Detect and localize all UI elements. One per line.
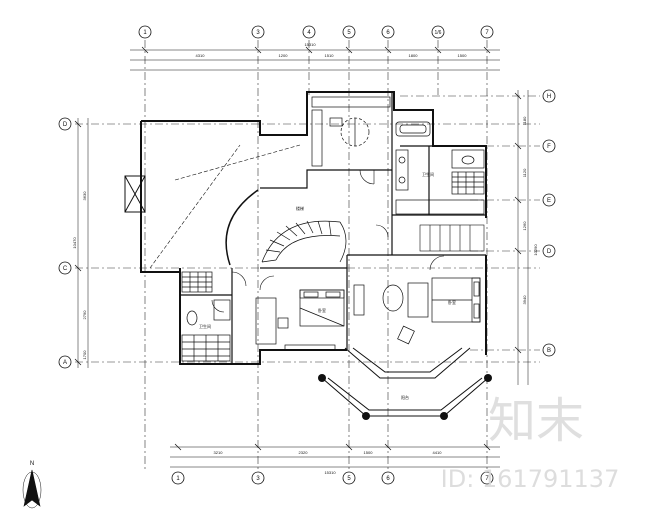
curved-wall <box>225 189 259 266</box>
room-label-bedroom-1: 卧室 <box>318 307 326 313</box>
room-label-stair: 楼梯 <box>296 205 304 211</box>
grid-label-right-e: E <box>547 198 551 204</box>
room-label-bath-2: 卫生间 <box>199 323 211 329</box>
dim-right-seg-2: 1120 <box>522 168 527 177</box>
shaft-box <box>124 175 146 213</box>
void-diagonal <box>149 144 301 269</box>
grid-bubbles-bottom <box>171 471 494 485</box>
dimension-ticks <box>74 46 522 451</box>
dim-bottom-seg-3: 1500 <box>364 450 374 455</box>
dim-bottom-seg-4: 4410 <box>433 450 443 455</box>
dim-right-seg-1: 1180 <box>522 116 527 125</box>
dimension-lines <box>77 49 529 468</box>
dim-top-seg-4: 1800 <box>409 53 419 58</box>
top-room-fixtures <box>311 96 391 167</box>
grid-label-left-a: A <box>63 360 67 366</box>
north-label: N <box>30 461 34 467</box>
grid-label-top-3: 3 <box>256 30 260 36</box>
grid-label-top-1-6: 1/6 <box>435 30 442 36</box>
grid-bubbles-left <box>58 117 72 369</box>
dim-top-seg-3: 1510 <box>325 53 335 58</box>
grid-label-bottom-3: 3 <box>256 476 260 482</box>
grid-bubbles-right <box>542 89 556 357</box>
dim-right-seg-4: 3940 <box>522 295 527 305</box>
grid-label-bottom-7: 7 <box>485 476 489 482</box>
bedroom-2-furniture <box>353 277 481 345</box>
grid-label-right-b: B <box>547 348 551 354</box>
dim-bottom-seg-1: 3210 <box>214 450 224 455</box>
door-swings <box>211 169 445 313</box>
room-label-balcony: 阳台 <box>401 394 409 400</box>
grid-label-top-6: 6 <box>386 30 390 36</box>
dim-bottom-seg-2: 2320 <box>299 450 309 455</box>
room-label-bedroom-2: 卧室 <box>448 299 456 305</box>
grid-label-left-c: C <box>63 266 68 272</box>
dim-left-overall: 10470 <box>72 237 77 249</box>
dim-top-seg-2: 1200 <box>279 53 289 58</box>
grid-label-right-h: H <box>547 94 551 100</box>
grid-label-top-1: 1 <box>143 30 147 36</box>
bay-window-balcony <box>321 347 489 417</box>
watermark-brand: 知末 <box>488 393 584 449</box>
grid-label-bottom-1: 1 <box>176 476 180 482</box>
watermark-id: ID: 161791137 <box>441 465 620 493</box>
dim-left-seg-3: 1700 <box>82 350 87 360</box>
bedroom-1-furniture <box>255 289 345 351</box>
dim-top-seg-1: 4310 <box>196 53 206 58</box>
grid-label-top-4: 4 <box>307 30 311 36</box>
room-label-bath-1: 卫生间 <box>422 171 434 177</box>
grid-label-top-5: 5 <box>347 30 351 36</box>
balcony-columns <box>318 374 492 420</box>
dim-top-overall: 15310 <box>304 42 316 47</box>
dim-bottom-overall: 15310 <box>324 470 336 475</box>
grid-label-left-d: D <box>63 122 68 128</box>
dim-left-seg-2: 2790 <box>82 310 87 320</box>
grid-label-top-7: 7 <box>485 30 489 36</box>
straight-stair <box>419 224 485 252</box>
dim-right-overall: 10290 <box>533 244 538 256</box>
bathroom-top-right <box>395 121 485 215</box>
grid-label-bottom-6: 6 <box>386 476 390 482</box>
dim-right-seg-3: 1260 <box>522 221 527 231</box>
bathroom-bottom-left <box>181 271 231 362</box>
spiral-stair <box>261 220 347 263</box>
north-arrow: N <box>22 461 42 509</box>
grid-label-right-f: F <box>547 144 551 150</box>
exterior-walls <box>140 91 487 365</box>
grid-label-bottom-5: 5 <box>347 476 351 482</box>
grid-bubbles-top <box>138 25 494 39</box>
dim-left-seg-1: 3630 <box>82 191 87 201</box>
dim-top-seg-5: 1500 <box>458 53 468 58</box>
grid-label-right-d: D <box>547 249 552 255</box>
